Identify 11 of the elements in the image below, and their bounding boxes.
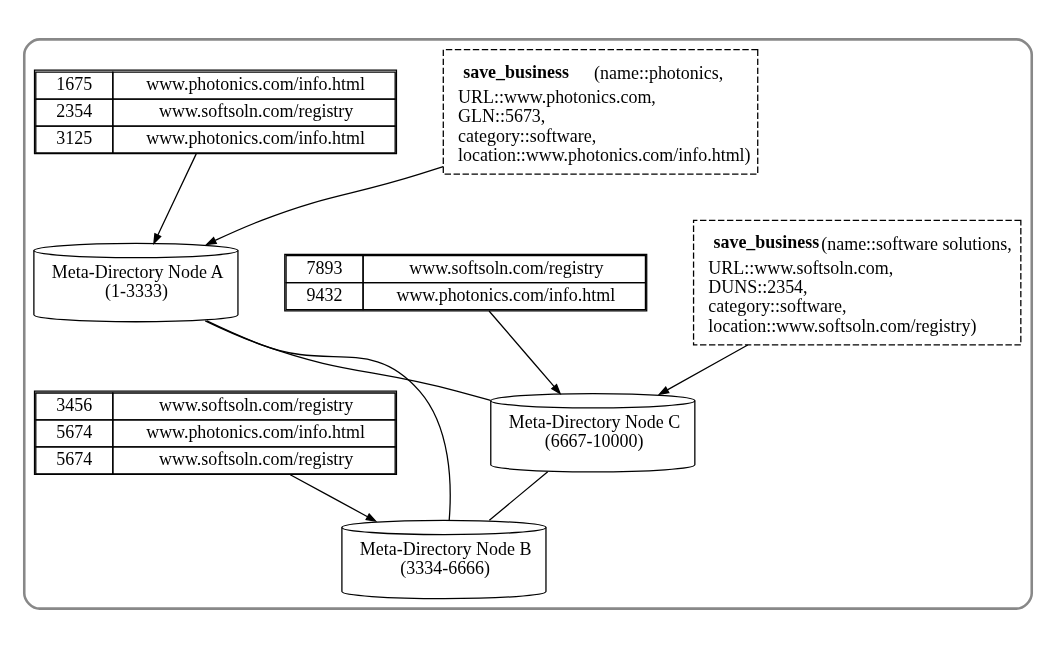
cluster [22, 37, 1034, 610]
arrow [488, 309, 562, 395]
connector [488, 470, 549, 521]
node-box: save_business(name::software solutions, URL::www.softsoln.com, DUNS::2354, category::software, location::www.softsoln.com/registry) [692, 219, 1022, 345]
arrow [153, 152, 197, 245]
node-box: save_business(name::photonics, URL::www.photonics.com, GLN::5673, category::software, location::www.photonics.com/info.html) [442, 48, 759, 175]
arrow [657, 343, 749, 395]
arrow [205, 165, 444, 245]
connector [206, 319, 451, 521]
arrow [289, 473, 378, 522]
connector [204, 319, 492, 401]
